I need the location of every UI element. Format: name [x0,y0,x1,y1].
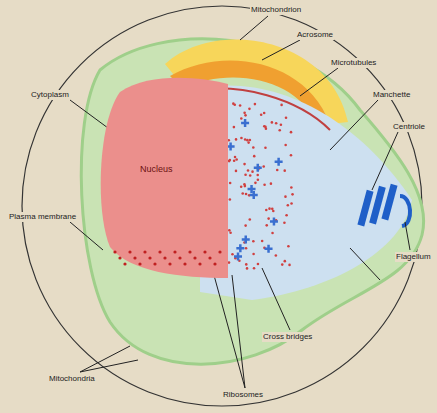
nucleus-outline [100,72,228,278]
part-label: Microtubules [330,58,377,68]
part-label: Cytoplasm [30,90,70,100]
part-label: Plasma membrane [8,212,77,222]
node-label: Nucleus [140,164,173,174]
part-label: Acrosome [296,30,334,40]
cell-cytoplasm [81,39,423,364]
part-label: Flagellum [395,252,432,262]
part-label: Manchette [372,90,411,100]
part-label: Mitochondria [48,374,96,384]
centriole-bars [357,184,410,227]
part-label: Centriole [392,122,426,132]
part-label: Cross bridges [262,332,313,342]
part-label: Ribosomes [222,390,264,400]
nucleus-shape: Nucleus [100,72,228,278]
light-region [200,86,412,300]
part-label: Mitochondrion [250,5,302,15]
leader-lines [70,16,410,388]
